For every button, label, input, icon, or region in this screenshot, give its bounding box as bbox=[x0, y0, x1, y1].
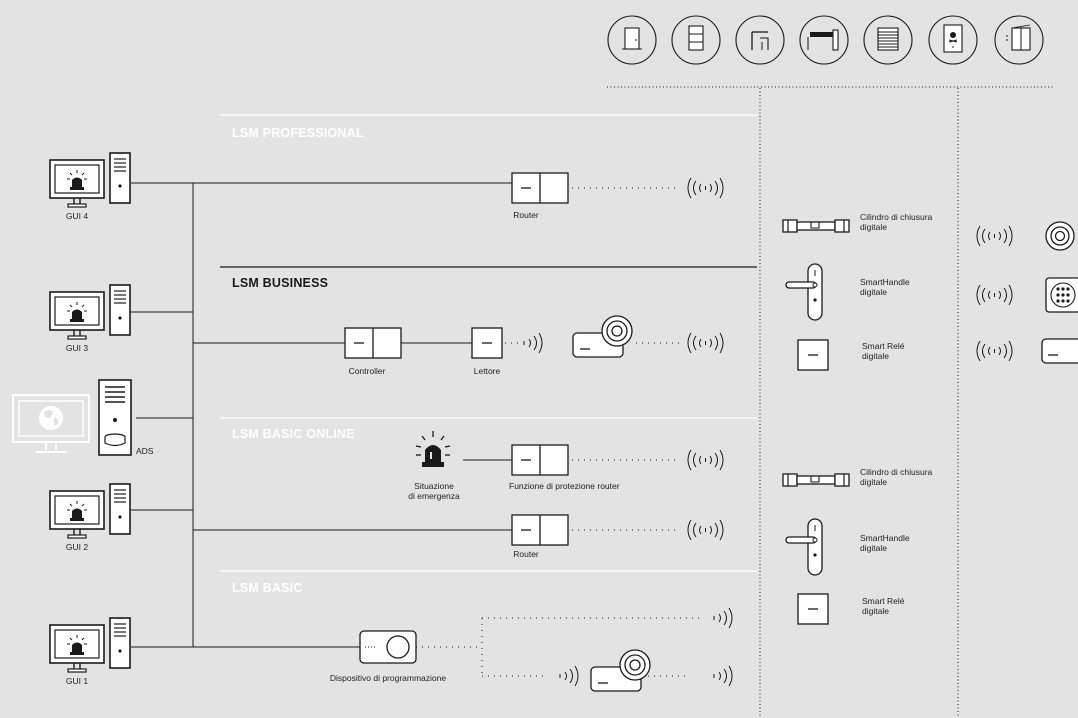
shutter-icon bbox=[863, 15, 913, 65]
cylinder-icon[interactable] bbox=[782, 473, 850, 487]
relay-label-line2: digitale bbox=[862, 351, 889, 361]
router-professional-label: Router bbox=[513, 210, 539, 220]
round-reader-icon[interactable] bbox=[1045, 221, 1075, 251]
wireless-links bbox=[416, 187, 700, 677]
router-protection-label: Funzione di protezione router bbox=[509, 481, 620, 491]
router-protection[interactable] bbox=[511, 444, 569, 476]
wireless-icon bbox=[713, 665, 733, 687]
smarthandle-icon[interactable] bbox=[785, 263, 823, 321]
hazard-door-icon bbox=[928, 15, 978, 65]
gui4-label: GUI 4 bbox=[65, 211, 89, 221]
ads-server[interactable] bbox=[12, 379, 132, 456]
section-label-basic: LSM BASIC bbox=[232, 581, 303, 595]
wireless-icon bbox=[687, 449, 724, 471]
ads-label: ADS bbox=[136, 446, 154, 456]
workstation-gui3[interactable] bbox=[49, 284, 131, 340]
emergency-beacon-icon[interactable] bbox=[415, 430, 451, 468]
card-icon[interactable] bbox=[1041, 338, 1078, 364]
elevator-icon bbox=[994, 15, 1044, 65]
cylinder-label-line2: digitale bbox=[860, 222, 887, 232]
router-basic-online-label: Router bbox=[513, 549, 539, 559]
gui3-label: GUI 3 bbox=[65, 343, 89, 353]
section-label-professional: LSM PROFESSIONAL bbox=[232, 126, 364, 140]
workstation-gui1[interactable] bbox=[49, 617, 131, 673]
wireless-icon bbox=[687, 177, 724, 199]
wireless-icon bbox=[976, 284, 1013, 306]
router-basic-online[interactable] bbox=[511, 514, 569, 546]
gui2-label: GUI 2 bbox=[65, 542, 89, 552]
emergency-label-line2: di emergenza bbox=[408, 491, 460, 501]
section-dividers bbox=[220, 114, 757, 572]
handle-label-line1: SmartHandle bbox=[860, 277, 910, 287]
relay-icon[interactable] bbox=[797, 593, 829, 625]
handle-label-line2: digitale bbox=[860, 287, 887, 297]
handle-label-line1: SmartHandle bbox=[860, 533, 910, 543]
keypad-icon[interactable] bbox=[1045, 277, 1078, 313]
workstation-gui4[interactable] bbox=[49, 152, 131, 208]
wireless-icon bbox=[713, 607, 733, 629]
wireless-icon bbox=[523, 332, 543, 354]
wireless-icon bbox=[687, 519, 724, 541]
barrier-icon bbox=[735, 15, 785, 65]
cylinder-label-line1: Cilindro di chiusura bbox=[860, 212, 933, 222]
section-label-business: LSM BUSINESS bbox=[232, 276, 329, 290]
handle-label-line2: digitale bbox=[860, 543, 887, 553]
relay-icon[interactable] bbox=[797, 339, 829, 371]
relay-label-line2: digitale bbox=[862, 606, 889, 616]
wireless-icon bbox=[687, 332, 724, 354]
door-type-icons bbox=[607, 15, 1044, 65]
programming-device[interactable] bbox=[359, 630, 417, 664]
wireless-icon bbox=[559, 665, 579, 687]
network-connections bbox=[131, 182, 512, 648]
controller[interactable] bbox=[344, 327, 402, 359]
reader[interactable] bbox=[471, 327, 503, 359]
gui1-label: GUI 1 bbox=[65, 676, 89, 686]
device-zone-dividers bbox=[607, 86, 1054, 718]
card-reader-basic[interactable] bbox=[590, 649, 651, 692]
controller-label: Controller bbox=[348, 366, 386, 376]
router-professional[interactable] bbox=[511, 172, 569, 204]
reader-label: Lettore bbox=[473, 366, 501, 376]
emergency-label-line1: Situazione bbox=[414, 481, 454, 491]
card-reader[interactable] bbox=[572, 315, 633, 358]
section-label-basic-online: LSM BASIC ONLINE bbox=[232, 427, 355, 441]
gate-icon bbox=[799, 15, 849, 65]
cylinder-icon[interactable] bbox=[782, 219, 850, 233]
relay-label-line1: Smart Relé bbox=[862, 341, 905, 351]
workstation-gui2[interactable] bbox=[49, 483, 131, 539]
door-icon bbox=[607, 15, 657, 65]
globe-icon bbox=[39, 406, 63, 430]
programming-device-label: Dispositivo di programmazione bbox=[329, 673, 447, 683]
wireless-icon bbox=[976, 225, 1013, 247]
smarthandle-icon[interactable] bbox=[785, 518, 823, 576]
server-tower-icon bbox=[98, 379, 132, 456]
cabinet-icon bbox=[671, 15, 721, 65]
cylinder-label-line2: digitale bbox=[860, 477, 887, 487]
relay-label-line1: Smart Relé bbox=[862, 596, 905, 606]
cylinder-label-line1: Cilindro di chiusura bbox=[860, 467, 933, 477]
wireless-icon bbox=[976, 340, 1013, 362]
